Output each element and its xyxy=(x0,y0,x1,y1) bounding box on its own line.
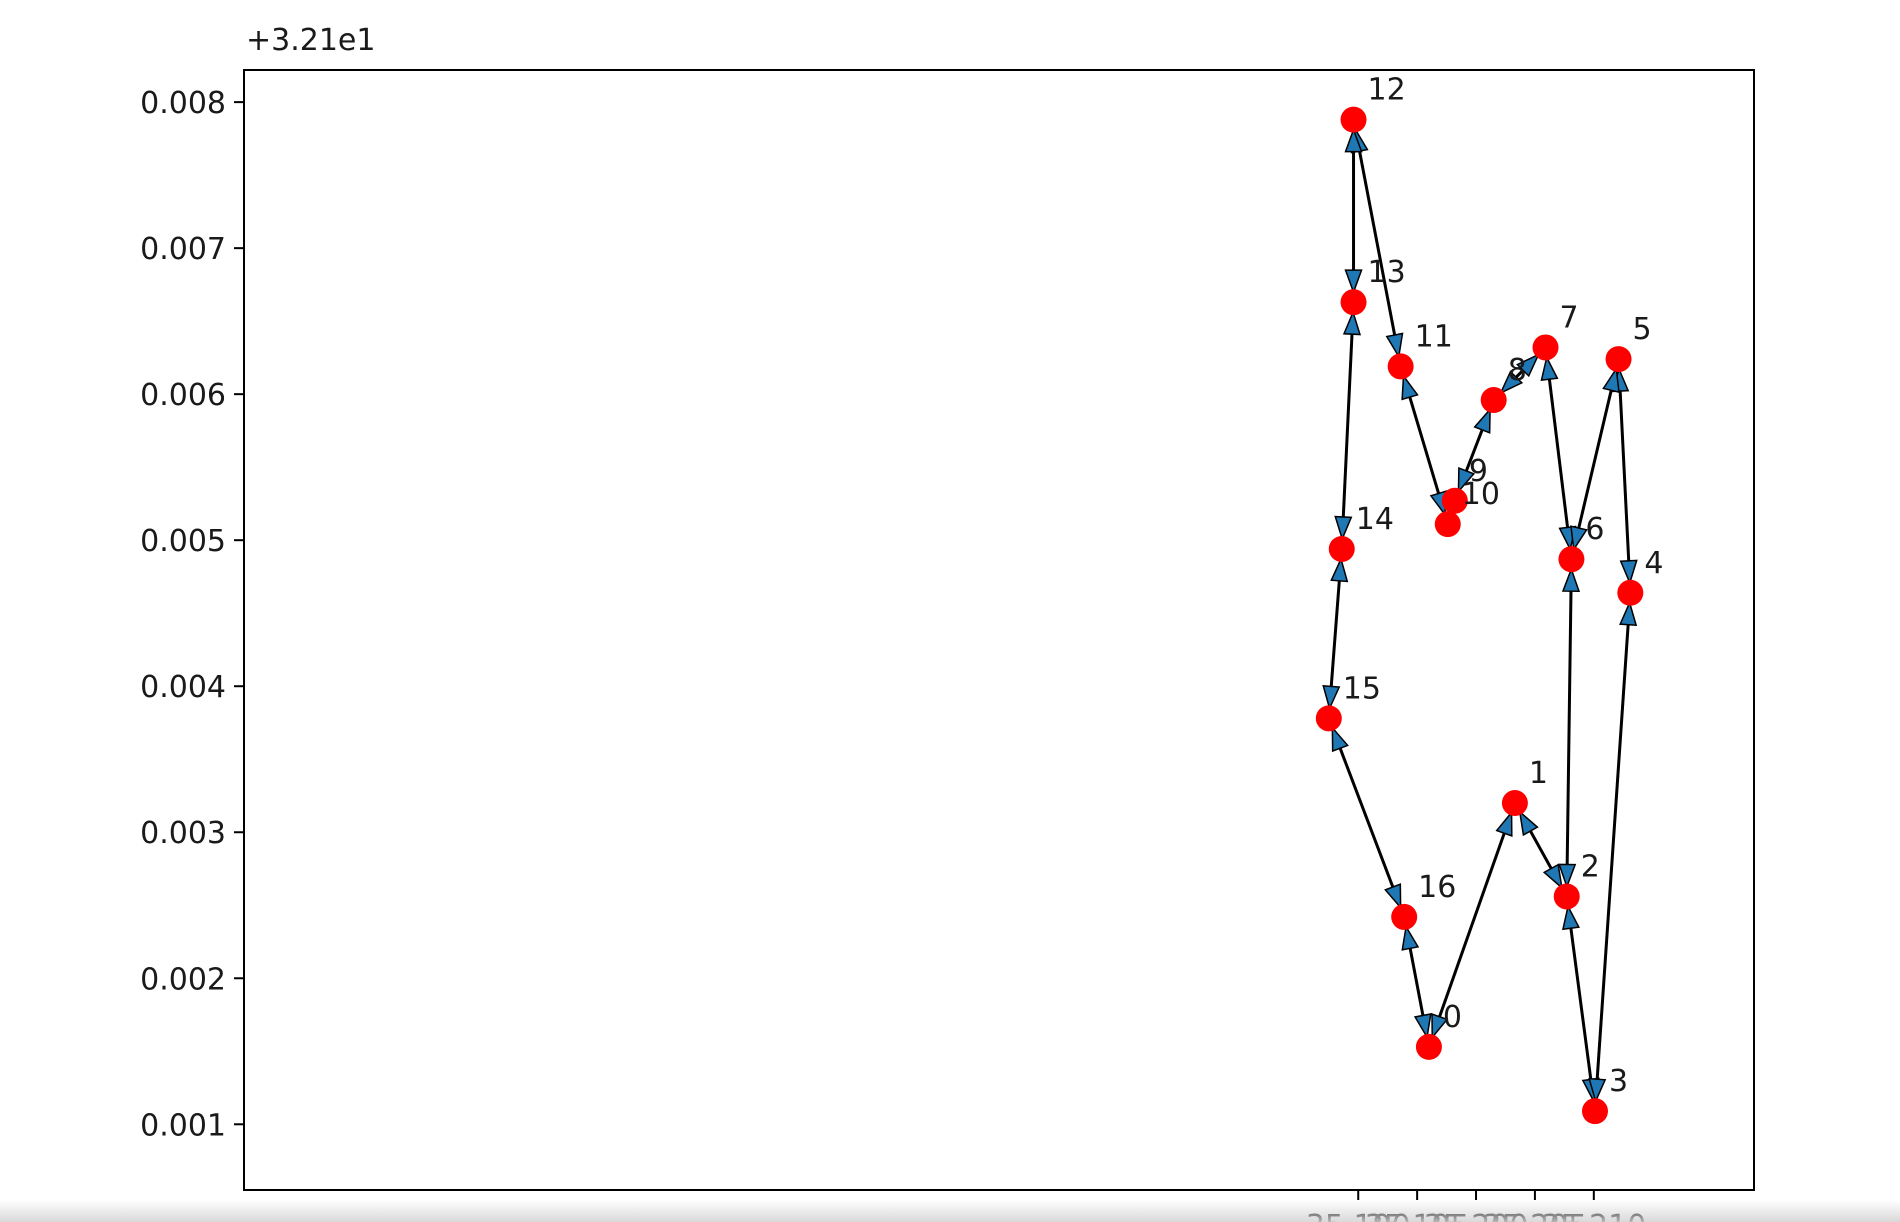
arrow-head xyxy=(1384,883,1402,910)
arrow-head xyxy=(1344,269,1363,295)
y-tick-label: 0.008 xyxy=(140,86,226,121)
waypoint-label: 3 xyxy=(1609,1064,1628,1099)
arrow-head xyxy=(1473,407,1491,434)
waypoint-label: 0 xyxy=(1443,1000,1462,1035)
waypoint-marker xyxy=(1315,705,1342,732)
waypoint-markers xyxy=(1315,106,1644,1125)
waypoint-marker xyxy=(1415,1033,1442,1060)
arrow-shaft xyxy=(1594,602,1632,1102)
waypoint-marker xyxy=(1391,903,1418,930)
arrow-head xyxy=(1499,370,1524,395)
waypoint-label: 1 xyxy=(1529,756,1548,791)
arrow-head xyxy=(1561,566,1581,593)
arrow-head xyxy=(1495,810,1513,837)
arrow-shaft xyxy=(1402,375,1447,515)
waypoint-label: 11 xyxy=(1415,319,1453,354)
arrow-shaft xyxy=(1566,906,1596,1102)
axes-frame xyxy=(243,69,1755,1191)
waypoint-label: 10 xyxy=(1462,477,1500,512)
waypoint-marker xyxy=(1340,289,1367,316)
waypoint-marker xyxy=(1581,1098,1608,1125)
arrow-shaft xyxy=(1328,558,1343,709)
arrow-head xyxy=(1431,1012,1449,1040)
waypoint-label: 13 xyxy=(1368,255,1406,290)
waypoint-label: 8 xyxy=(1508,353,1527,388)
waypoint-marker xyxy=(1441,487,1468,514)
arrow-head xyxy=(1401,924,1420,951)
waypoint-label: 4 xyxy=(1644,546,1663,581)
waypoint-marker xyxy=(1387,353,1414,380)
arrow-head xyxy=(1401,373,1419,401)
arrow-shaft xyxy=(1572,368,1618,550)
waypoint-marker xyxy=(1340,106,1367,133)
y-tick-label: 0.004 xyxy=(140,670,226,705)
y-tick-label: 0.006 xyxy=(140,378,226,413)
arrow-head xyxy=(1385,332,1404,359)
arrow-head xyxy=(1540,355,1559,382)
y-tick-label: 0.002 xyxy=(140,962,226,997)
waypoint-marker xyxy=(1605,346,1632,373)
arrow-head xyxy=(1562,904,1580,931)
plot-area-border xyxy=(243,69,1755,1191)
arrow-head xyxy=(1516,353,1541,378)
y-tick-label: 0.007 xyxy=(140,232,226,267)
waypoint-marker xyxy=(1434,511,1461,538)
waypoint-marker xyxy=(1617,579,1644,606)
arrow-head xyxy=(1558,863,1577,889)
arrow-shaft xyxy=(1330,727,1403,909)
waypoint-label: 9 xyxy=(1469,454,1488,489)
y-tick-label: 0.005 xyxy=(140,524,226,559)
arrow-shaft xyxy=(1430,811,1513,1038)
arrow-head xyxy=(1330,556,1349,583)
waypoint-label: 12 xyxy=(1368,73,1406,108)
waypoint-label: 5 xyxy=(1633,312,1652,347)
window-bottom-edge xyxy=(0,1200,1900,1222)
arrow-head xyxy=(1588,1077,1607,1104)
arrow-head xyxy=(1322,684,1341,711)
waypoint-label: 16 xyxy=(1418,870,1456,905)
arrow-head xyxy=(1331,725,1349,753)
arrow-head xyxy=(1602,366,1620,394)
arrow-head xyxy=(1518,809,1539,837)
y-tick-label: 0.003 xyxy=(140,816,226,851)
route-arrows xyxy=(1322,127,1638,1104)
arrow-shaft xyxy=(1565,569,1573,887)
waypoint-marker xyxy=(1501,790,1528,817)
waypoint-marker xyxy=(1328,535,1355,562)
arrow-head xyxy=(1619,559,1638,585)
arrow-head xyxy=(1344,127,1363,153)
waypoint-label: 2 xyxy=(1581,849,1600,884)
waypoint-label: 6 xyxy=(1585,512,1604,547)
waypoint-marker xyxy=(1480,387,1507,414)
y-axis-ticks: 0.001 0.002 0.003 0.004 0.005 0.006 0.007 0.008 xyxy=(140,86,244,1143)
waypoint-label: 14 xyxy=(1356,502,1394,537)
arrow-shaft xyxy=(1617,369,1632,583)
arrow-head xyxy=(1542,863,1563,890)
waypoint-marker xyxy=(1532,334,1559,361)
waypoint-marker xyxy=(1558,546,1585,573)
arrow-head xyxy=(1457,466,1476,494)
waypoint-label: 7 xyxy=(1560,300,1579,335)
arrow-head xyxy=(1413,1013,1432,1040)
arrow-head xyxy=(1619,600,1638,627)
waypoint-marker xyxy=(1553,883,1580,910)
y-axis-offset-text: +3.21e1 xyxy=(246,23,375,58)
y-tick-label: 0.001 xyxy=(140,1108,226,1143)
arrow-head xyxy=(1334,515,1353,542)
arrow-head xyxy=(1570,525,1588,552)
arrow-shaft xyxy=(1353,129,1401,357)
arrow-head xyxy=(1342,309,1362,336)
waypoint-label: 15 xyxy=(1343,671,1381,706)
arrow-shaft xyxy=(1545,357,1572,550)
arrow-shaft xyxy=(1340,312,1355,540)
